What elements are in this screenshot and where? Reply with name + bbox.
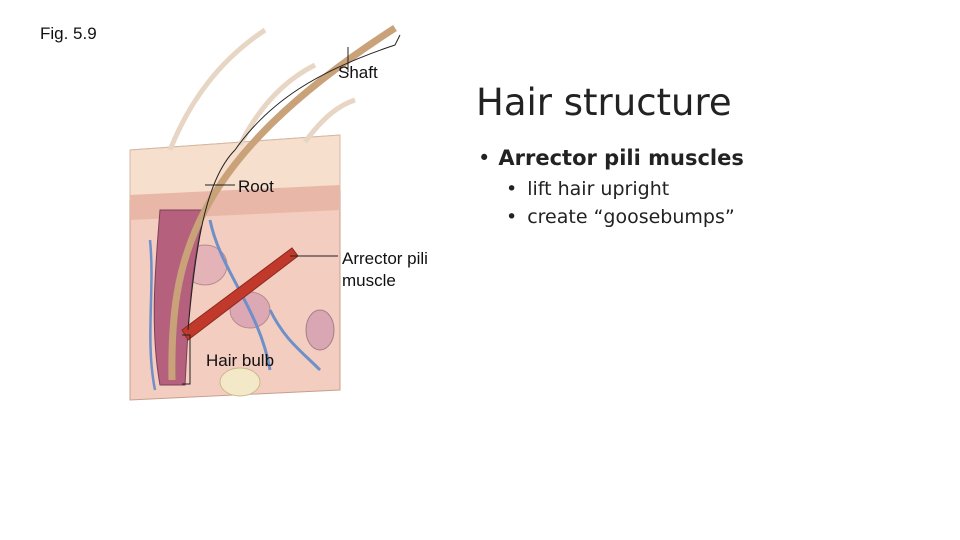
hair-strand (302, 97, 356, 144)
arrector-pili-label: Arrector pili muscle (342, 248, 428, 292)
slide-title: Hair structure (476, 80, 732, 124)
bulb-bracket (182, 334, 191, 385)
bullet-main: • Arrector pili muscles (478, 146, 744, 170)
sub-bullet-text: create “goosebumps” (527, 206, 735, 228)
bullet-dot: • (506, 178, 518, 200)
sweat-gland (305, 309, 335, 351)
bullet-list: • Arrector pili muscles • lift hair upri… (478, 146, 744, 234)
hair-bulb-label: Hair bulb (206, 351, 275, 370)
shaft-label: Shaft (338, 63, 378, 82)
pacinian-corpuscle (219, 367, 261, 397)
arrector-pili-label-line2: muscle (342, 271, 396, 290)
root-label: Root (238, 177, 274, 196)
bullet-main-text: Arrector pili muscles (498, 146, 744, 170)
blood-vessel (148, 239, 157, 391)
sub-bullet: • lift hair upright (506, 178, 744, 200)
hair-strand (167, 27, 267, 151)
bullet-dot: • (478, 146, 491, 170)
sub-bullet-text: lift hair upright (527, 178, 670, 200)
hair-strand (237, 62, 317, 147)
sub-bullet: • create “goosebumps” (506, 206, 744, 228)
sub-bullets: • lift hair upright • create “goosebumps… (506, 178, 744, 228)
figure-label: Fig. 5.9 (40, 24, 97, 43)
root-bracket (187, 149, 236, 331)
hair-illustration (129, 25, 401, 401)
shaft-bracket (234, 34, 401, 151)
bullet-dot: • (506, 206, 518, 228)
arrector-pili-label-line1: Arrector pili (342, 249, 428, 268)
